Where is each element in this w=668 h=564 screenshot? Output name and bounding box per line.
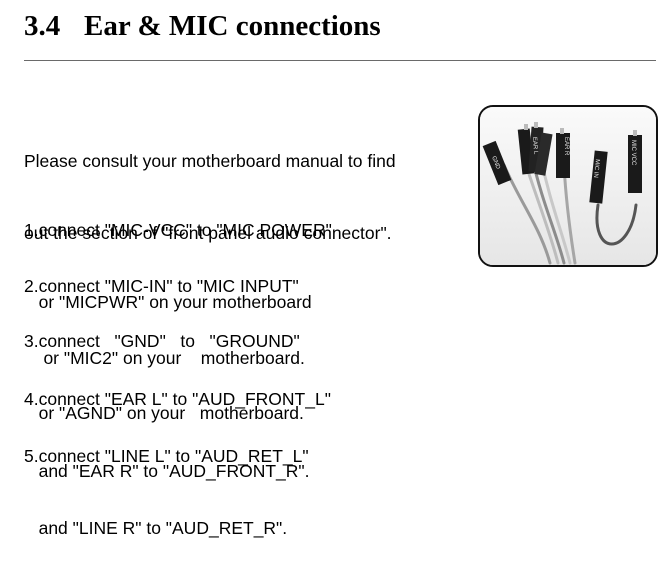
connector-label: EAR L [531,137,538,155]
step-line: 3.connect "GND" to "GROUND" [24,331,300,351]
section-title: Ear & MIC connections [84,10,381,42]
connector-label: GND [490,156,501,171]
connector-label: EAR R [563,137,569,156]
connector-housings [482,126,642,204]
step-5: 5.connect "LINE L" to "AUD_RET_L" and "L… [24,396,309,564]
audio-connector-photo: GND EAR L EAR R MIC IN MIC VCC [478,105,658,267]
intro-paragraph: Please consult your motherboard manual t… [24,101,396,269]
step-3: 3.connect "GND" to "GROUND" or "AGND" on… [24,281,304,449]
step-line: 4.connect "EAR L" to "AUD_FRONT_L" [24,389,331,409]
connector-label: MIC VCC [630,140,636,166]
intro-line: Please consult your motherboard manual t… [24,151,396,171]
step-line: or "AGND" on your motherboard. [24,403,304,423]
section-number: 3.4 [24,10,61,42]
step-2: 2.connect "MIC-IN" to "MIC INPUT" or "MI… [24,226,305,394]
heading-divider [24,60,656,61]
step-1: 1.connect "MIC-VCC" to "MIC POWER" or "M… [24,170,332,338]
step-4: 4.connect "EAR L" to "AUD_FRONT_L" and "… [24,339,331,507]
connector-label: MIC IN [592,159,600,178]
section-heading: 3.4 Ear & MIC connections [24,10,381,43]
step-line: or "MICPWR" on your motherboard [24,292,312,312]
step-line: and "LINE R" to "AUD_RET_R". [24,518,288,538]
step-line: 5.connect "LINE L" to "AUD_RET_L" [24,446,309,466]
step-line: 1.connect "MIC-VCC" to "MIC POWER" [24,220,332,240]
intro-line: out the section of "front panel audio co… [24,223,392,243]
step-line: 2.connect "MIC-IN" to "MIC INPUT" [24,276,299,296]
step-line: or "MIC2" on your motherboard. [24,348,305,368]
step-line: and "EAR R" to "AUD_FRONT_R". [24,461,310,481]
